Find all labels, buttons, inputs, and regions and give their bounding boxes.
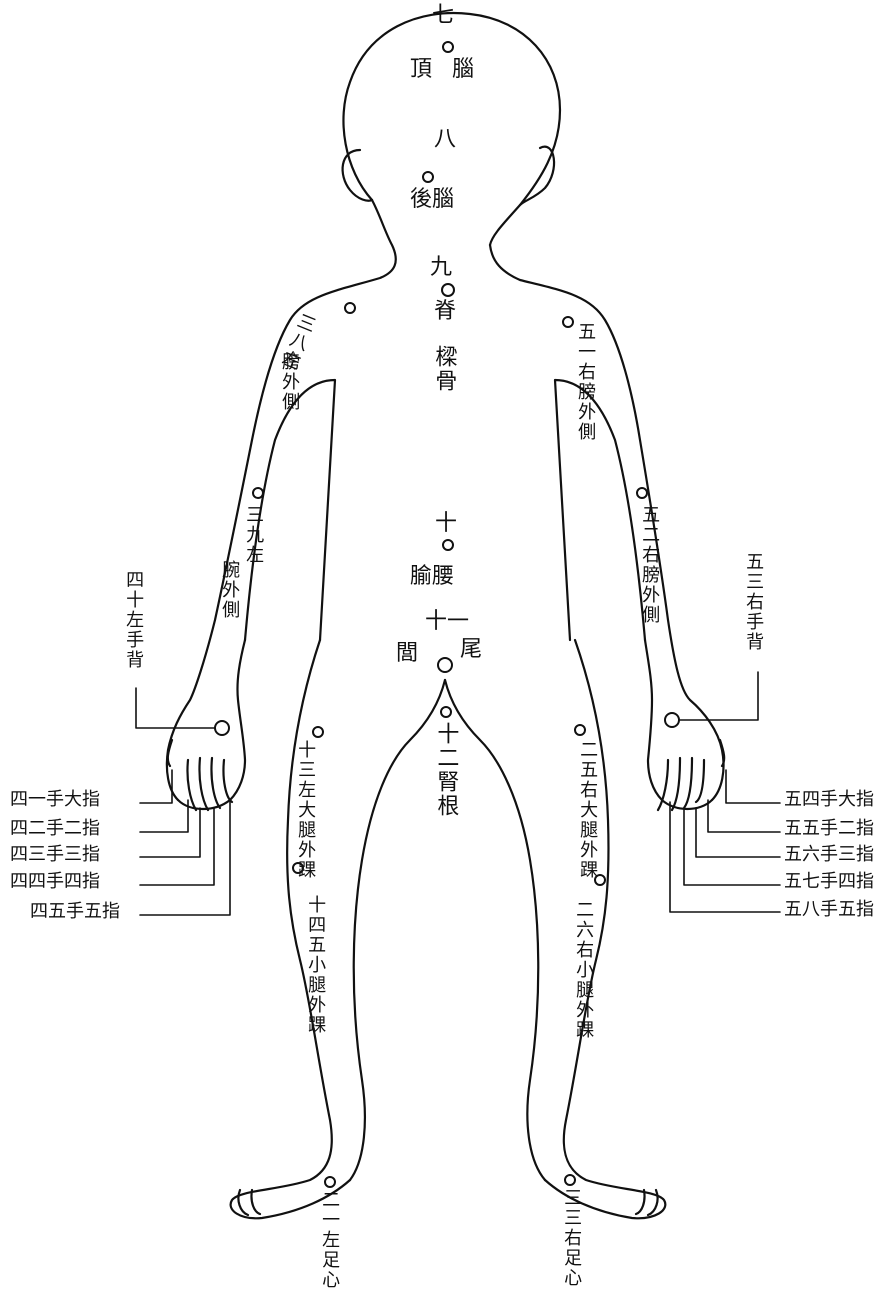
marker-p13 [313, 727, 323, 737]
marker-p51 [563, 317, 573, 327]
left-finger-3: 四三手三指 [10, 845, 100, 864]
left-leg-outer [231, 640, 350, 1218]
label-p33-num: 三三 [561, 1188, 582, 1228]
leader-left-finger-5 [140, 802, 230, 915]
label-p8-num: 八 [434, 128, 456, 151]
label-p39-text: 三九左 [244, 505, 263, 565]
marker-p10 [443, 540, 453, 550]
label-p13-name: 左大腿外踝 [295, 780, 316, 880]
label-p53-text: 五三右手背 [744, 552, 763, 652]
label-p13-num: 十三 [295, 740, 316, 780]
right-inner-torso [555, 380, 645, 640]
label-p25-text: 二五右大腿外踝 [578, 740, 597, 880]
label-p52-num: 五二 [639, 505, 660, 545]
marker-p21 [325, 1177, 335, 1187]
marker-p9 [442, 284, 454, 296]
right-finger-1: 五四手大指 [784, 790, 874, 809]
left-finger-1: 四一手大指 [10, 790, 100, 809]
marker-p12 [441, 707, 451, 717]
right-fingers-lines [658, 740, 724, 810]
right-finger-3: 五六手三指 [784, 845, 874, 864]
left-finger-2: 四二手二指 [10, 819, 100, 838]
label-p25-name: 右大腿外踝 [577, 780, 598, 880]
marker-p25 [575, 725, 585, 735]
label-p14-name: 小腿外踝 [305, 955, 326, 1035]
label-p13-text: 十三左大腿外踝 [296, 740, 315, 880]
label-p51-text: 五一右膀外側 [576, 322, 595, 442]
right-finger-4: 五七手四指 [784, 872, 874, 891]
marker-p52 [637, 488, 647, 498]
label-p11-name2: 閭 [396, 642, 418, 665]
label-p12-text: 十二腎根 [434, 722, 457, 818]
marker-p7 [443, 42, 453, 52]
label-p9-name: 脊 [434, 300, 456, 323]
leader-left-finger-2 [140, 800, 188, 832]
label-p26-name: 右小腿外踝 [573, 940, 594, 1040]
label-p39-name2: 腕外側 [220, 560, 239, 620]
label-p21-text: 二一左足心 [320, 1190, 339, 1290]
label-p38-name2: 膀外側 [280, 352, 299, 412]
label-p52-name: 右膀外側 [639, 545, 660, 625]
leader-right-finger-2 [708, 800, 780, 832]
label-p10-num: 十 [435, 512, 457, 535]
label-p40-text: 四十左手背 [124, 570, 143, 670]
marker-p40 [215, 721, 229, 735]
label-p51-num: 五一 [575, 322, 596, 362]
label-p7-num: 七 [432, 4, 454, 27]
label-p40-name: 左手背 [123, 610, 144, 670]
body-right-outline [490, 245, 724, 800]
left-finger-5: 四五手五指 [30, 902, 120, 921]
label-p7-name2: 腦 [452, 58, 474, 81]
label-p14-text: 十四五小腿外踝 [306, 895, 325, 1035]
marker-p11 [438, 658, 452, 672]
label-p26-text: 二六右小腿外踝 [574, 900, 593, 1040]
label-p11-name: 尾 [460, 638, 482, 661]
right-leg-outer [545, 640, 665, 1218]
label-p21-num: 二一 [319, 1190, 340, 1230]
label-p53-name: 右手背 [743, 592, 764, 652]
marker-p8 [423, 172, 433, 182]
marker-p53 [665, 713, 679, 727]
label-p21-name: 左足心 [319, 1230, 340, 1290]
right-ear [520, 147, 554, 205]
left-leg-inner [350, 680, 445, 1180]
label-p14-num: 十四五 [305, 895, 326, 955]
label-p12-num: 十二 [433, 722, 458, 770]
label-p33-text: 三三右足心 [562, 1188, 581, 1288]
leader-right-finger-4 [684, 808, 780, 885]
label-p39-num: 三九 [243, 505, 264, 545]
label-p40-num: 四十 [123, 570, 144, 610]
leader-right-finger-1 [726, 770, 780, 803]
label-p10-name: 腧腰 [410, 565, 454, 588]
label-p53-num: 五三 [743, 552, 764, 592]
label-p11-num: 十一 [425, 610, 469, 633]
label-p9-num: 九 [430, 256, 452, 279]
marker-p33 [565, 1175, 575, 1185]
label-p33-name: 右足心 [561, 1228, 582, 1288]
label-p26-num: 二六 [573, 900, 594, 940]
leader-p40 [136, 688, 215, 728]
label-p52-text: 五二右膀外側 [640, 505, 659, 625]
label-p25-num: 二五 [577, 740, 598, 780]
label-p7-name: 頂 [410, 58, 432, 81]
label-p39-name: 左 [243, 545, 264, 565]
label-p9-name2: 樑骨 [432, 345, 455, 393]
leader-p53 [680, 672, 758, 720]
marker-p38 [345, 303, 355, 313]
label-p12-name: 腎根 [433, 770, 458, 818]
label-p51-name: 右膀外側 [575, 362, 596, 442]
marker-p39 [253, 488, 263, 498]
label-p8-name: 後腦 [410, 188, 454, 211]
leader-left-finger-4 [140, 808, 214, 885]
left-finger-4: 四四手四指 [10, 872, 100, 891]
body-left-outline [167, 200, 396, 800]
right-finger-5: 五八手五指 [784, 900, 874, 919]
right-finger-2: 五五手二指 [784, 819, 874, 838]
right-leg-inner [445, 680, 545, 1180]
